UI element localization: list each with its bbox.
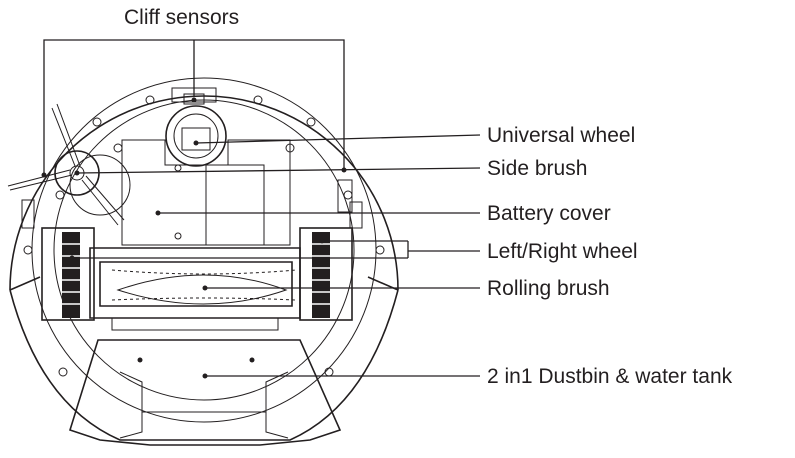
label-cliff-sensors: Cliff sensors bbox=[124, 6, 239, 29]
robot-body bbox=[7, 77, 399, 446]
label-dustbin-water-tank: 2 in1 Dustbin & water tank bbox=[487, 365, 733, 388]
label-rolling-brush: Rolling brush bbox=[487, 277, 610, 300]
label-left-right-wheel: Left/Right wheel bbox=[487, 240, 638, 263]
rolling-brush bbox=[89, 247, 301, 331]
label-side-brush: Side brush bbox=[487, 157, 587, 180]
right-wheel bbox=[299, 227, 353, 321]
label-battery-cover: Battery cover bbox=[487, 202, 611, 225]
callout-lines bbox=[41, 39, 481, 379]
dustbin-water-tank bbox=[69, 339, 342, 446]
left-wheel bbox=[41, 227, 95, 321]
universal-wheel bbox=[165, 105, 227, 167]
side-brush bbox=[7, 103, 131, 226]
battery-cover-panel bbox=[121, 139, 291, 246]
label-universal-wheel: Universal wheel bbox=[487, 124, 635, 147]
